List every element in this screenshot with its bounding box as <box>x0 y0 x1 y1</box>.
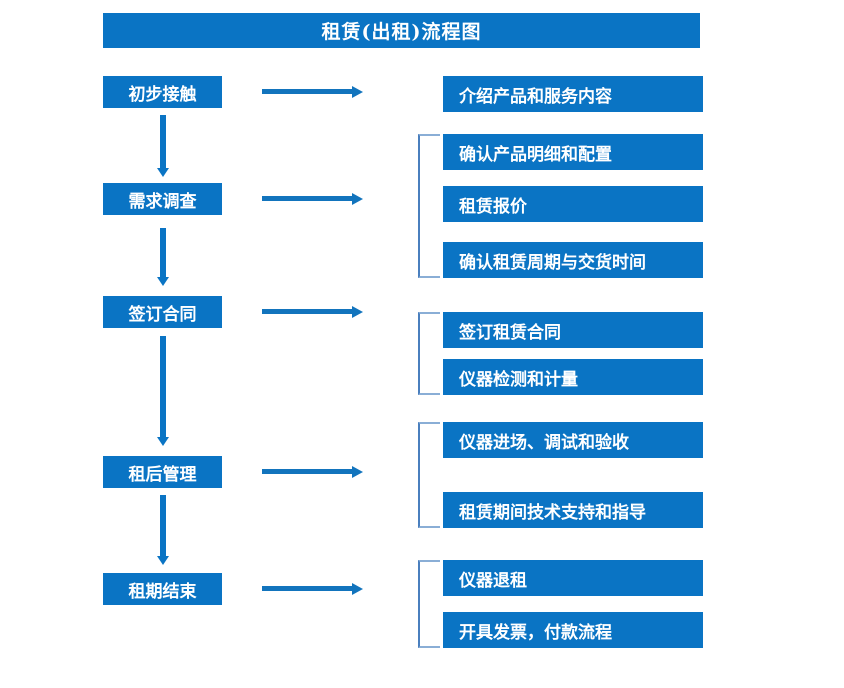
group-bracket-post-rental <box>418 422 440 528</box>
group-bracket-contract <box>418 312 440 395</box>
stage-label: 初步接触 <box>128 84 197 105</box>
detail-box-6[interactable]: 仪器检测和计量 <box>443 359 703 395</box>
flow-arrow-down-1 <box>157 115 169 177</box>
arrow-shaft <box>160 115 166 168</box>
detail-box-9[interactable]: 仪器退租 <box>443 560 703 596</box>
chart-title-bar: 租赁(出租)流程图 <box>103 13 700 48</box>
detail-box-10[interactable]: 开具发票，付款流程 <box>443 612 703 648</box>
arrow-shaft <box>160 336 166 437</box>
chart-title: 租赁(出租)流程图 <box>321 21 482 43</box>
arrow-shaft <box>262 196 353 201</box>
detail-label: 仪器进场、调试和验收 <box>459 432 629 453</box>
arrow-head <box>352 466 363 478</box>
detail-label: 仪器退租 <box>459 570 527 591</box>
flow-arrow-down-2 <box>157 228 169 286</box>
detail-label: 仪器检测和计量 <box>459 369 578 390</box>
detail-label: 确认租赁周期与交货时间 <box>459 252 646 273</box>
arrow-shaft <box>262 586 353 591</box>
stage-label: 租期结束 <box>128 581 197 602</box>
detail-label: 确认产品明细和配置 <box>459 144 612 165</box>
detail-box-8[interactable]: 租赁期间技术支持和指导 <box>443 492 703 528</box>
stage-box-3[interactable]: 签订合同 <box>103 296 222 328</box>
arrow-head <box>352 86 363 98</box>
arrow-shaft <box>262 469 353 474</box>
detail-label: 开具发票，付款流程 <box>459 622 612 643</box>
stage-box-2[interactable]: 需求调查 <box>103 183 222 215</box>
arrow-head <box>157 168 169 177</box>
flow-arrow-right-4 <box>262 466 363 478</box>
detail-label: 租赁期间技术支持和指导 <box>459 502 646 523</box>
group-bracket-requirements <box>418 134 440 278</box>
detail-box-7[interactable]: 仪器进场、调试和验收 <box>443 422 703 458</box>
stage-box-4[interactable]: 租后管理 <box>103 456 222 488</box>
stage-box-5[interactable]: 租期结束 <box>103 573 222 605</box>
arrow-shaft <box>160 228 166 277</box>
arrow-shaft <box>160 495 166 556</box>
detail-box-4[interactable]: 确认租赁周期与交货时间 <box>443 242 703 278</box>
flow-arrow-down-4 <box>157 495 169 565</box>
flow-arrow-down-3 <box>157 336 169 446</box>
stage-label: 租后管理 <box>128 464 197 485</box>
flow-arrow-right-2 <box>262 193 363 205</box>
stage-label: 需求调查 <box>128 191 197 212</box>
arrow-head <box>352 193 363 205</box>
detail-box-2[interactable]: 确认产品明细和配置 <box>443 134 703 170</box>
arrow-shaft <box>262 309 353 314</box>
flow-arrow-right-3 <box>262 306 363 318</box>
stage-label: 签订合同 <box>128 304 197 325</box>
flow-arrow-right-1 <box>262 86 363 98</box>
arrow-head <box>157 277 169 286</box>
arrow-shaft <box>262 89 353 94</box>
detail-box-1[interactable]: 介绍产品和服务内容 <box>443 76 703 112</box>
flow-arrow-right-5 <box>262 583 363 595</box>
arrow-head <box>157 556 169 565</box>
detail-box-3[interactable]: 租赁报价 <box>443 186 703 222</box>
detail-label: 介绍产品和服务内容 <box>459 86 612 107</box>
detail-label: 租赁报价 <box>459 196 527 217</box>
arrow-head <box>157 437 169 446</box>
arrow-head <box>352 306 363 318</box>
detail-box-5[interactable]: 签订租赁合同 <box>443 312 703 348</box>
detail-label: 签订租赁合同 <box>459 322 561 343</box>
arrow-head <box>352 583 363 595</box>
group-bracket-end-of-term <box>418 560 440 648</box>
stage-box-1[interactable]: 初步接触 <box>103 76 222 108</box>
